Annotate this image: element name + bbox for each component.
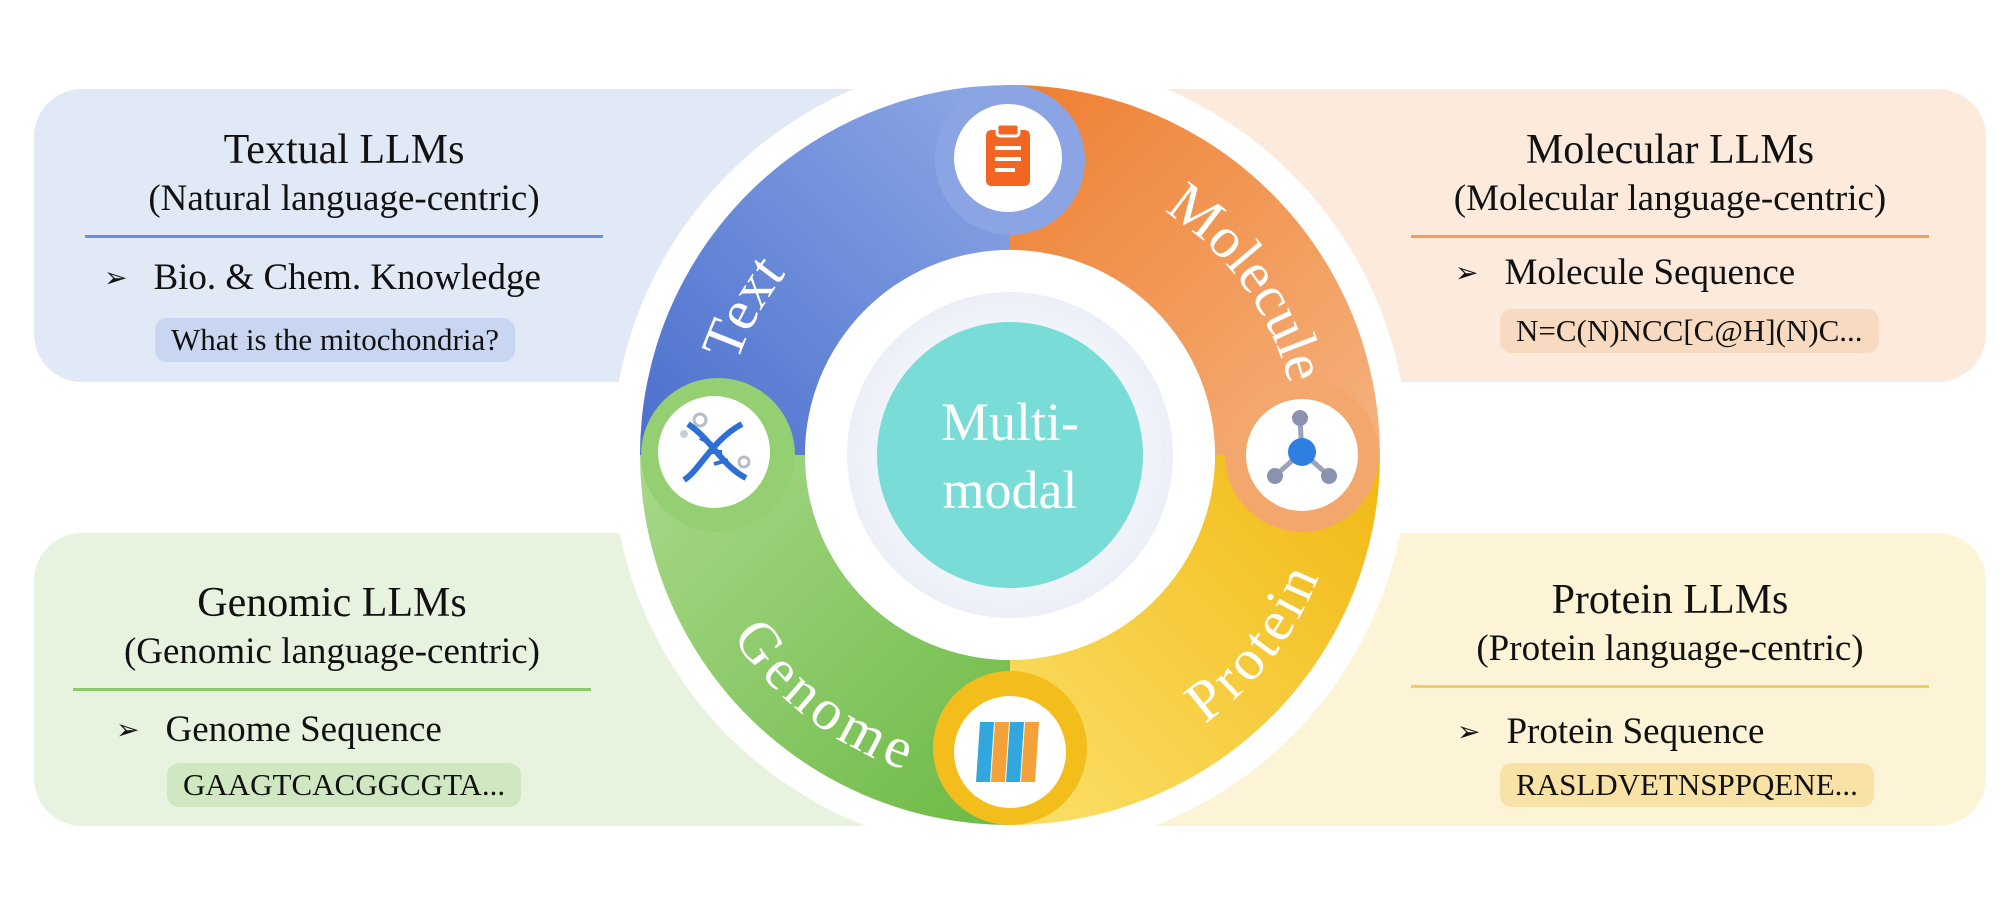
protein-bullet: ➢ Protein Sequence <box>1457 708 1764 756</box>
protein-segment <box>1010 455 1380 825</box>
protein-llms-title: Protein LLMs <box>1551 577 1789 623</box>
dna-icon <box>658 396 770 508</box>
arrow-bullet-icon: ➢ <box>104 261 128 294</box>
arrow-bullet-icon: ➢ <box>1455 256 1479 289</box>
textual-bullet-label: Bio. & Chem. Knowledge <box>153 257 541 298</box>
clipboard-icon <box>954 104 1062 212</box>
genomic-bullet-label: Genome Sequence <box>165 709 442 750</box>
molecule-segment <box>1010 85 1380 455</box>
textual-example: What is the mitochondria? <box>155 318 515 362</box>
protein-bullet-label: Protein Sequence <box>1506 711 1765 752</box>
genomic-example: GAAGTCACGGCGTA... <box>167 763 522 807</box>
textual-llms-header: Textual LLMs (Natural language-centric) <box>84 125 604 238</box>
protein-helix-icon <box>954 696 1066 808</box>
center-label-line1: Multi- <box>941 392 1079 452</box>
protein-divider <box>1411 685 1929 688</box>
genomic-llms-header: Genomic LLMs (Genomic language-centric) <box>72 578 592 691</box>
molecular-example: N=C(N)NCC[C@H](N)C... <box>1500 309 1879 353</box>
genomic-divider <box>73 688 591 691</box>
genome-segment <box>640 455 1010 825</box>
protein-llms-subtitle: (Protein language-centric) <box>1476 628 1864 669</box>
arrow-bullet-icon: ➢ <box>116 713 140 746</box>
textual-bullet: ➢ Bio. & Chem. Knowledge <box>104 254 541 302</box>
text-segment <box>640 85 1010 455</box>
genomic-bullet: ➢ Genome Sequence <box>116 706 442 754</box>
genomic-llms-title: Genomic LLMs <box>197 580 467 626</box>
protein-example: RASLDVETNSPPQENE... <box>1500 763 1874 807</box>
genomic-llms-subtitle: (Genomic language-centric) <box>123 631 541 672</box>
textual-divider <box>85 235 603 238</box>
protein-llms-header: Protein LLMs (Protein language-centric) <box>1410 575 1930 688</box>
molecular-bullet-label: Molecule Sequence <box>1504 252 1796 293</box>
molecule-icon <box>1246 399 1358 511</box>
molecular-llms-title: Molecular LLMs <box>1525 127 1815 173</box>
arrow-bullet-icon: ➢ <box>1457 715 1481 748</box>
molecular-llms-header: Molecular LLMs (Molecular language-centr… <box>1410 125 1930 238</box>
molecular-divider <box>1411 235 1929 238</box>
center-label-line2: modal <box>943 460 1078 520</box>
textual-llms-title: Textual LLMs <box>223 127 465 173</box>
molecular-llms-subtitle: (Molecular language-centric) <box>1453 178 1887 219</box>
molecular-bullet: ➢ Molecule Sequence <box>1455 249 1795 297</box>
center-disc <box>877 322 1143 588</box>
textual-llms-subtitle: (Natural language-centric) <box>148 178 540 219</box>
